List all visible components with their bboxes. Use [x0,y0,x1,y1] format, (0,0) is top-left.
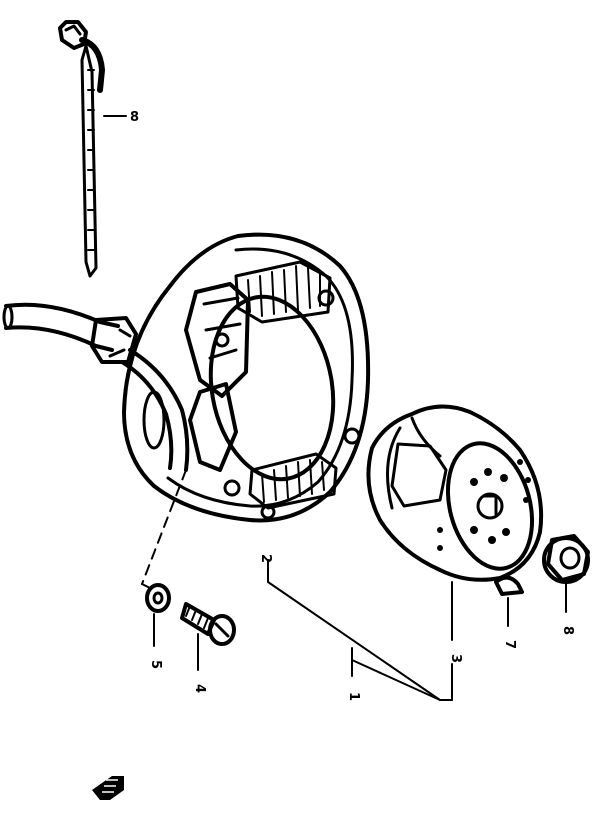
washer-part [145,583,171,613]
stator-base-part [122,232,371,523]
leader-line-washer-tick [141,583,151,589]
callout-tie: 8 [130,110,139,125]
wire-tie-part [58,20,105,278]
front-arrow-icon [92,776,124,800]
callout-nut: 8 [560,626,575,635]
rotor-flywheel-part [366,404,544,582]
wire-harness [2,302,190,472]
woodruff-key-part [494,575,524,596]
callout-washer: 5 [148,660,163,669]
flange-nut-part [542,534,590,584]
callout-stator: 2 [258,554,273,563]
leader-line-assembly [351,659,453,701]
leader-line-washer-dashed [141,469,187,585]
callout-rotor: 3 [448,654,463,663]
bolt-part [180,602,236,646]
callout-key: 7 [502,640,517,649]
callout-assembly: 1 [346,692,361,701]
leader-line-stator [267,559,441,701]
callout-bolt: 4 [192,684,207,693]
